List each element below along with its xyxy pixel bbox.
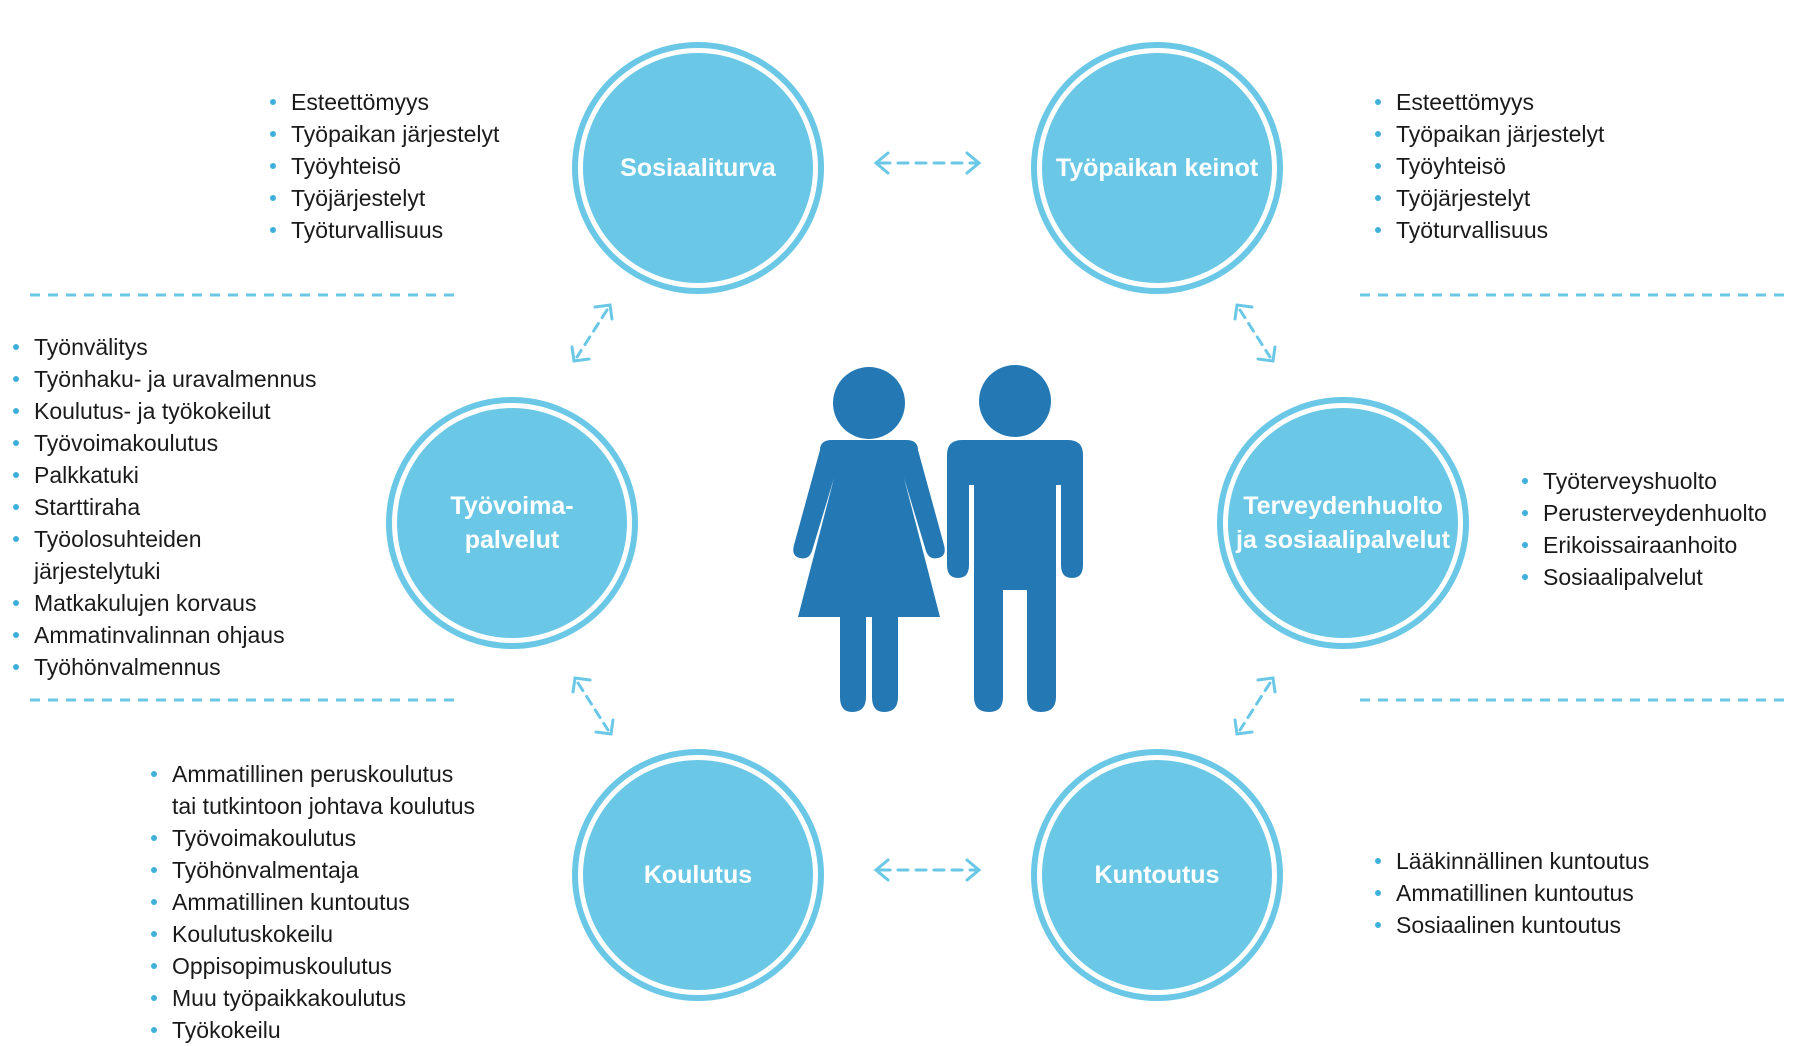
list-item: Muu työpaikkakoulutus [145, 982, 475, 1014]
circle-label-terveydenhuolto: Terveydenhuolto ja sosiaalipalvelut [1236, 492, 1450, 554]
list-item: Koulutus- ja työkokeilut [7, 395, 317, 427]
circle-label-sosiaaliturva: Sosiaaliturva [620, 154, 776, 182]
list-item: Työpaikan järjestelyt [264, 118, 499, 150]
list-item: Työvoimakoulutus [7, 427, 317, 459]
list-item: Starttiraha [7, 491, 317, 523]
list-item: Työyhteisö [1369, 150, 1604, 182]
list-item: Työturvallisuus [264, 214, 499, 246]
list-item: Ammatinvalinnan ohjaus [7, 619, 317, 651]
circle-sosiaaliturva: Sosiaaliturva [578, 48, 818, 288]
list-item: Oppisopimuskoulutus [145, 950, 475, 982]
circle-label-koulutus: Koulutus [643, 861, 753, 889]
list-item: Työturvallisuus [1369, 214, 1604, 246]
circle-label-tyopaikan-keinot: Työpaikan keinot [1055, 154, 1259, 182]
list-item: Työolosuhteiden järjestelytuki [7, 523, 317, 587]
arrow-tyovoima-koulutus [571, 676, 615, 736]
list-terveydenhuolto: Työterveyshuolto Perusterveydenhuolto Er… [1516, 465, 1767, 593]
arrow-terveys-kuntoutus [1233, 676, 1277, 736]
list-item: Työnhaku- ja uravalmennus [7, 363, 317, 395]
list-item: Erikoissairaanhoito [1516, 529, 1767, 561]
list-item: Työjärjestelyt [1369, 182, 1604, 214]
circle-label-tyovoimapalvelut: Työvoima- palvelut [450, 492, 574, 554]
list-item: Esteettömyys [1369, 86, 1604, 118]
arrow-sosiaaliturva-tyopaikka [873, 151, 982, 175]
list-item: Perusterveydenhuolto [1516, 497, 1767, 529]
list-tyopaikan-keinot: Esteettömyys Työpaikan järjestelyt Työyh… [1369, 86, 1604, 246]
list-item: Työhönvalmentaja [145, 854, 475, 886]
circle-tyovoimapalvelut: Työvoima- palvelut [392, 403, 632, 643]
list-kuntoutus: Lääkinnällinen kuntoutus Ammatillinen ku… [1369, 845, 1649, 941]
list-item: Työhönvalmennus [7, 651, 317, 683]
list-item: Sosiaalipalvelut [1516, 561, 1767, 593]
list-item: Koulutuskokeilu [145, 918, 475, 950]
list-item: Sosiaalinen kuntoutus [1369, 909, 1649, 941]
list-item: Työjärjestelyt [264, 182, 499, 214]
list-item: Matkakulujen korvaus [7, 587, 317, 619]
circle-koulutus: Koulutus [578, 755, 818, 995]
list-item: Työvoimakoulutus [145, 822, 475, 854]
list-item: Työnvälitys [7, 331, 317, 363]
list-tyovoimapalvelut: Työnvälitys Työnhaku- ja uravalmennus Ko… [7, 331, 317, 683]
circle-tyopaikan-keinot: Työpaikan keinot [1037, 48, 1277, 288]
list-item: Esteettömyys [264, 86, 499, 118]
list-koulutus: Ammatillinen peruskoulutus tai tutkintoo… [145, 758, 475, 1046]
list-item: Palkkatuki [7, 459, 317, 491]
list-item: Työterveyshuolto [1516, 465, 1767, 497]
list-item: Työyhteisö [264, 150, 499, 182]
arrow-koulutus-kuntoutus [873, 858, 982, 882]
circle-terveydenhuolto: Terveydenhuolto ja sosiaalipalvelut [1223, 403, 1463, 643]
list-item: Ammatillinen kuntoutus [1369, 877, 1649, 909]
list-item: Työpaikan järjestelyt [1369, 118, 1604, 150]
list-sosiaaliturva: Esteettömyys Työpaikan järjestelyt Työyh… [264, 86, 499, 246]
list-item: Ammatillinen peruskoulutus tai tutkintoo… [145, 758, 475, 822]
woman-icon [793, 367, 945, 712]
list-item: Työkokeilu [145, 1014, 475, 1046]
man-icon [947, 365, 1083, 712]
arrow-tyopaikka-terveys [1233, 303, 1277, 363]
arrow-sosiaaliturva-tyovoima [570, 303, 614, 363]
list-item: Lääkinnällinen kuntoutus [1369, 845, 1649, 877]
circle-label-kuntoutus: Kuntoutus [1094, 861, 1220, 889]
list-item: Ammatillinen kuntoutus [145, 886, 475, 918]
circle-kuntoutus: Kuntoutus [1037, 755, 1277, 995]
